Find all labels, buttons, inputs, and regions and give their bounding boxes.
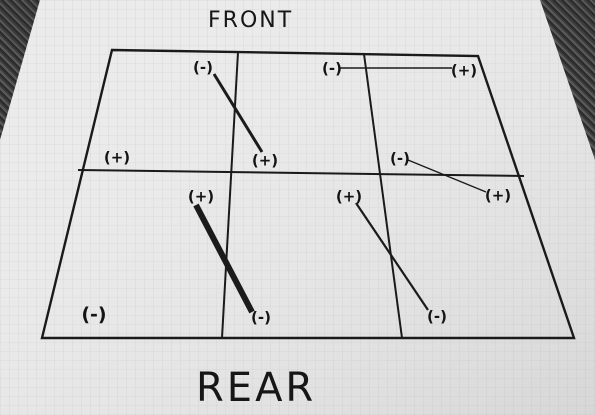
sign-marker: (+) <box>188 190 214 205</box>
sign-marker: (-) <box>427 310 447 325</box>
sign-marker: (+) <box>451 64 477 79</box>
sign-marker: (-) <box>390 152 410 167</box>
sign-marker: (-) <box>81 306 106 325</box>
sign-marker: (-) <box>322 62 342 77</box>
sign-marker: (+) <box>104 151 130 166</box>
sign-marker: (-) <box>251 311 271 326</box>
rear-label: REAR <box>196 368 316 408</box>
sign-marker: (+) <box>485 189 511 204</box>
sign-marker: (+) <box>252 154 278 169</box>
sign-marker: (-) <box>193 61 213 76</box>
front-label: FRONT <box>208 10 293 32</box>
sign-marker: (+) <box>336 190 362 205</box>
